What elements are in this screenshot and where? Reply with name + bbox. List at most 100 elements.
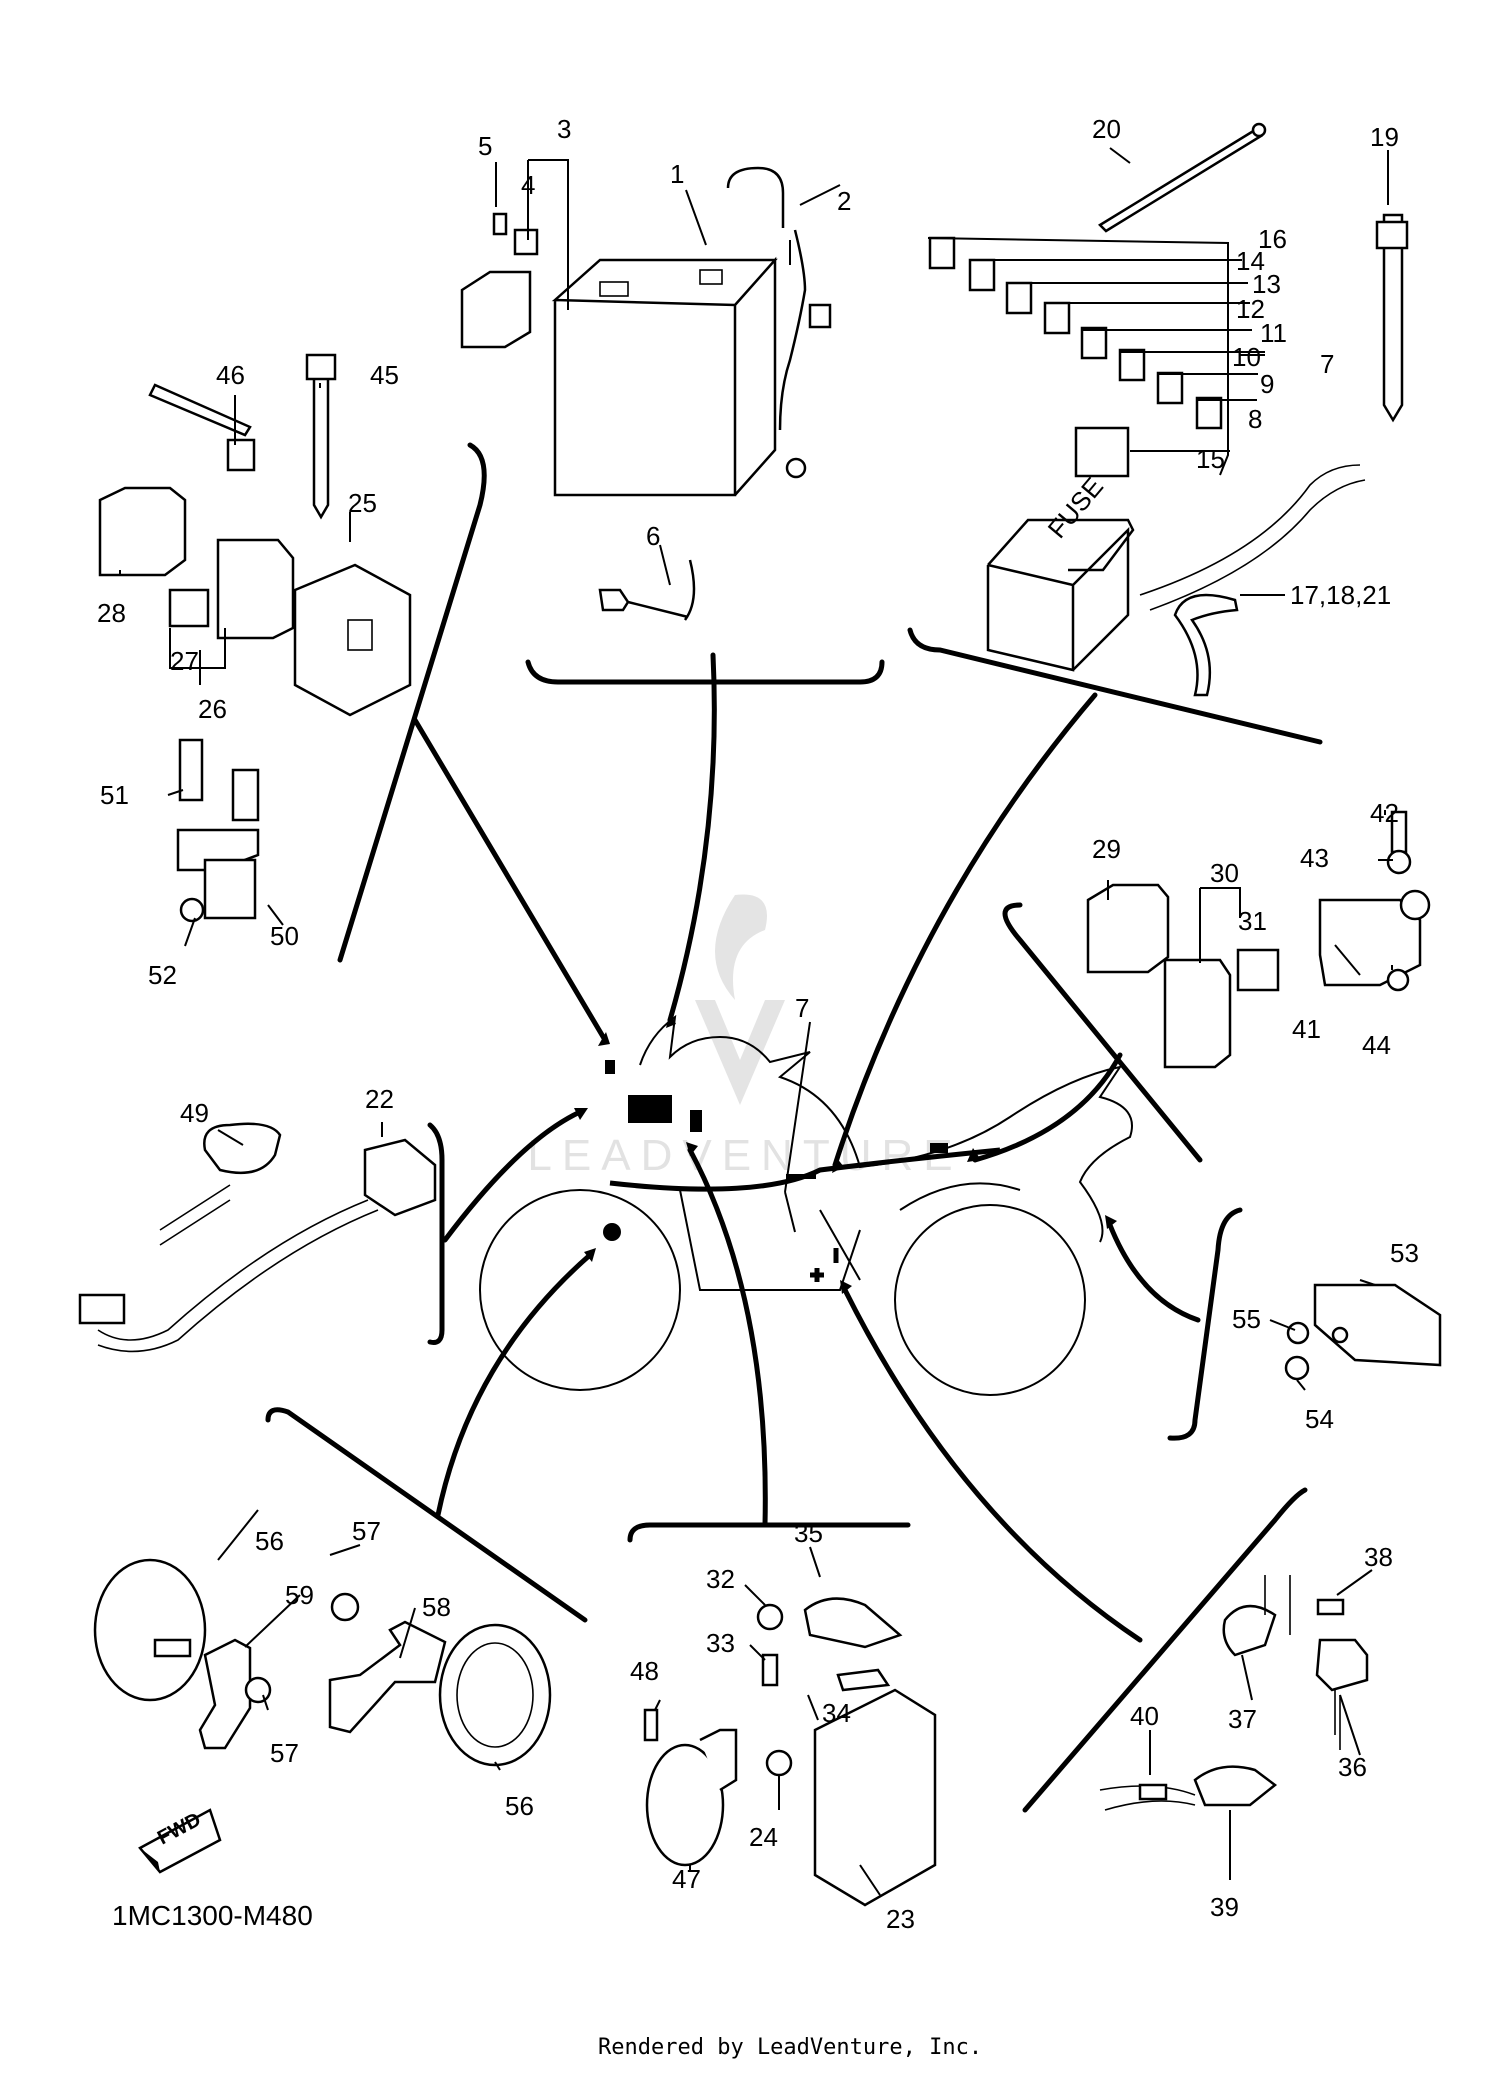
- bolt-40: [1138, 1783, 1168, 1801]
- callout-labels: 1 2 3 4 5 6 7 8 9 10 11 12 13 14 15 16 1…: [97, 114, 1419, 1934]
- bracket-59: [198, 1638, 252, 1750]
- nut-57-left: [244, 1676, 272, 1704]
- nut-44: [1386, 968, 1410, 992]
- fuse-13: [1005, 281, 1033, 315]
- fuse-16: [928, 236, 956, 270]
- callout-label: 3: [557, 114, 571, 144]
- callout-label: 29: [1092, 834, 1121, 864]
- cable-tie-head: [1251, 122, 1267, 138]
- callout-label: 31: [1238, 906, 1267, 936]
- horn-47: [645, 1743, 725, 1867]
- cable-tie-20: [1097, 128, 1264, 233]
- relay-group: [98, 353, 412, 923]
- fuse-location: [930, 1143, 948, 1153]
- leader-right-upper: [972, 1052, 1123, 1163]
- fuse-box-group: FUSE: [928, 122, 1409, 697]
- callout-label: 9: [1260, 369, 1274, 399]
- nut-24: [765, 1749, 793, 1777]
- fuse-12: [1043, 301, 1071, 335]
- arrowhead-icon: [584, 1248, 596, 1262]
- bike-frame: [679, 1189, 861, 1291]
- relay-location: [605, 1060, 615, 1074]
- bike-swingarm: [899, 1182, 1021, 1211]
- fuse-harness: [1139, 464, 1361, 596]
- holder-clip: [226, 438, 256, 472]
- fuse-box: [986, 518, 1135, 672]
- bike-body-line: [639, 1014, 1133, 1243]
- watermark-flame-icon: [715, 894, 767, 1000]
- section-boundaries: [265, 442, 1323, 1813]
- boundary-bottom-left: [265, 1407, 588, 1623]
- harness-clip: [786, 1174, 816, 1179]
- battery-group: [460, 166, 832, 621]
- relay-29: [1086, 883, 1170, 974]
- callout-label: 39: [1210, 1892, 1239, 1922]
- callout-label: 16: [1258, 224, 1287, 254]
- bolt-48: [643, 1708, 659, 1742]
- callout-label: 40: [1130, 1701, 1159, 1731]
- watermark-v-icon: [695, 1000, 785, 1105]
- reflector-group: [1284, 1283, 1442, 1381]
- callout-label: 23: [886, 1904, 915, 1934]
- switch-cable: [1264, 1575, 1291, 1635]
- callout-label: 37: [1228, 1704, 1257, 1734]
- battery-1: [551, 256, 778, 497]
- connector-22: [363, 1138, 437, 1217]
- callout-label: 28: [97, 598, 126, 628]
- relay-28: [98, 486, 187, 577]
- nut-54: [1284, 1355, 1310, 1381]
- callout-label: 50: [270, 921, 299, 951]
- boundary-top-left: [337, 442, 487, 963]
- relay-25: [293, 563, 412, 717]
- sensor-cable: [159, 1184, 231, 1246]
- reflector-53: [1313, 1283, 1442, 1367]
- nut-52: [179, 897, 205, 923]
- fuse-14: [968, 258, 996, 292]
- negative-lead-6: [598, 559, 696, 621]
- tie-head: [305, 353, 337, 381]
- front-wheel: [479, 1189, 681, 1391]
- callout-label: 20: [1092, 114, 1121, 144]
- callout-label: 25: [348, 488, 377, 518]
- nut-32: [756, 1603, 784, 1631]
- clamp-head: [1375, 220, 1409, 250]
- positive-lead-2: [726, 166, 807, 431]
- clamp-35: [803, 1597, 903, 1649]
- relay-26: [216, 538, 295, 640]
- screw-51: [178, 738, 204, 802]
- callout-label: 2: [837, 186, 851, 216]
- boundary-left: [427, 1122, 445, 1345]
- lead-eyelet: [785, 457, 807, 479]
- ground-location: [810, 1248, 839, 1282]
- coupler-end: [78, 1293, 126, 1325]
- callout-label: 34: [822, 1698, 851, 1728]
- switch-spring: [1334, 1690, 1341, 1750]
- callout-label: 4: [521, 170, 535, 200]
- callout-label: 49: [180, 1098, 209, 1128]
- callout-label: 51: [100, 780, 129, 810]
- callout-label: 47: [672, 1864, 701, 1894]
- render-credit: Rendered by LeadVenture, Inc.: [598, 2035, 983, 2060]
- sensor-49: [203, 1122, 282, 1175]
- switch-39: [1193, 1765, 1278, 1807]
- bracket-37: [1222, 1605, 1277, 1657]
- fwd-arrow-icon: [138, 1808, 222, 1874]
- battery-location: [628, 1095, 672, 1123]
- callout-label: 8: [1248, 404, 1262, 434]
- callout-leaders: [119, 147, 1393, 1896]
- relay-31: [1236, 948, 1280, 992]
- bracket-34: [836, 1668, 891, 1692]
- connector-harness: [97, 1199, 379, 1353]
- callout-label: 42: [1370, 798, 1399, 828]
- washer-43: [1386, 849, 1412, 875]
- diagram-code: 1MC1300-M480: [112, 1900, 313, 1931]
- fuse-harness: [1149, 479, 1366, 611]
- relay-connector: [347, 619, 373, 651]
- relay-location: [690, 1110, 702, 1132]
- battery-terminal: [699, 269, 723, 285]
- callout-label: 19: [1370, 122, 1399, 152]
- callout-label: 26: [198, 694, 227, 724]
- callout-label: 30: [1210, 858, 1239, 888]
